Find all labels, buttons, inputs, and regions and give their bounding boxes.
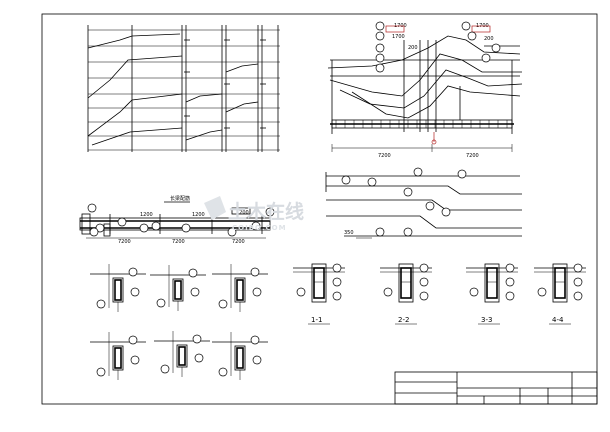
callout-bubble	[573, 277, 583, 287]
stirrup	[313, 267, 325, 299]
callout-bubble	[160, 364, 170, 374]
beam-section	[398, 263, 414, 303]
callout-bubble	[383, 287, 393, 297]
callout-bubble	[128, 267, 138, 277]
stirrup	[554, 267, 566, 299]
callout-bubble	[296, 287, 306, 297]
stirrup	[178, 346, 186, 366]
callout-bubble	[250, 335, 260, 345]
dim-label: 7200	[118, 239, 131, 245]
callout-bubble	[252, 355, 262, 365]
callout-bubble	[505, 277, 515, 287]
beam-section-details	[293, 263, 586, 303]
section-label-2-2: 2-2	[398, 316, 409, 324]
section-label-3-3: 3-3	[481, 316, 492, 324]
callout-bubble	[96, 299, 106, 309]
callout-bubble	[250, 267, 260, 277]
callout-bubble	[537, 287, 547, 297]
beam-section	[484, 263, 500, 303]
stirrup	[236, 279, 244, 301]
dim-label: 7200	[172, 239, 185, 245]
dim-label: 7200	[378, 153, 391, 159]
watermark-main: 土木在线	[228, 200, 304, 223]
callout-bubble	[252, 287, 262, 297]
stirrup	[236, 347, 244, 369]
beam-title: 长梁配筋	[170, 195, 190, 202]
callout-bubble	[96, 367, 106, 377]
dim-label: 7200	[466, 153, 479, 159]
callout-bubble	[188, 268, 198, 278]
dim-label: 350	[344, 230, 354, 236]
stirrup	[174, 280, 182, 300]
callout-bubble	[505, 291, 515, 301]
callout-bubble	[469, 287, 479, 297]
callout-bubble	[505, 263, 515, 273]
long-beam-reinforcement: 长梁配筋 1200 1200 1200 7200 7200 7200	[79, 195, 275, 245]
stirrup	[114, 279, 122, 301]
dim-label: 1700	[392, 34, 405, 40]
watermark-sub: COIBO.COM	[232, 224, 287, 232]
callout-bubble	[332, 263, 342, 273]
dim-label: 7200	[232, 239, 245, 245]
dim-label: 200	[484, 36, 494, 42]
callout-bubble	[194, 353, 204, 363]
callout-bubble	[218, 299, 228, 309]
callout-bubble	[419, 263, 429, 273]
callout-bubble	[192, 334, 202, 344]
callout-bubble	[573, 263, 583, 273]
callout-bubble	[190, 287, 200, 297]
stirrup	[486, 267, 498, 299]
callout-bubble	[130, 287, 140, 297]
callout-bubble	[332, 277, 342, 287]
column-section-details	[90, 264, 268, 380]
callout-bubble	[128, 335, 138, 345]
drawing-frame	[41, 13, 598, 405]
bar-bending-detail: 350	[325, 167, 522, 239]
callout-bubble	[419, 277, 429, 287]
dim-label: 1200	[236, 210, 249, 216]
section-label-4-4: 4-4	[552, 316, 564, 324]
beam-section	[311, 263, 327, 303]
callout-bubble	[130, 355, 140, 365]
beam-section	[552, 263, 568, 303]
stirrup	[400, 267, 412, 299]
callout-bubble	[218, 367, 228, 377]
frame-roof-elevation: 7200 7200 1700 1700 1700 200 200	[327, 21, 523, 159]
callout-bubble	[573, 291, 583, 301]
callout-bubble	[332, 291, 342, 301]
callout-bubble	[156, 298, 166, 308]
dim-label: 200	[408, 45, 418, 51]
column-reinforcement-elevation	[87, 25, 280, 152]
callout-bubble	[419, 291, 429, 301]
title-block	[394, 371, 598, 405]
stirrup	[114, 347, 122, 369]
dim-label: 1200	[192, 212, 205, 218]
watermark-logo: 土木在线 COIBO.COM	[204, 196, 304, 232]
section-label-1-1: 1-1	[311, 316, 322, 324]
dim-label: 1200	[140, 212, 153, 218]
